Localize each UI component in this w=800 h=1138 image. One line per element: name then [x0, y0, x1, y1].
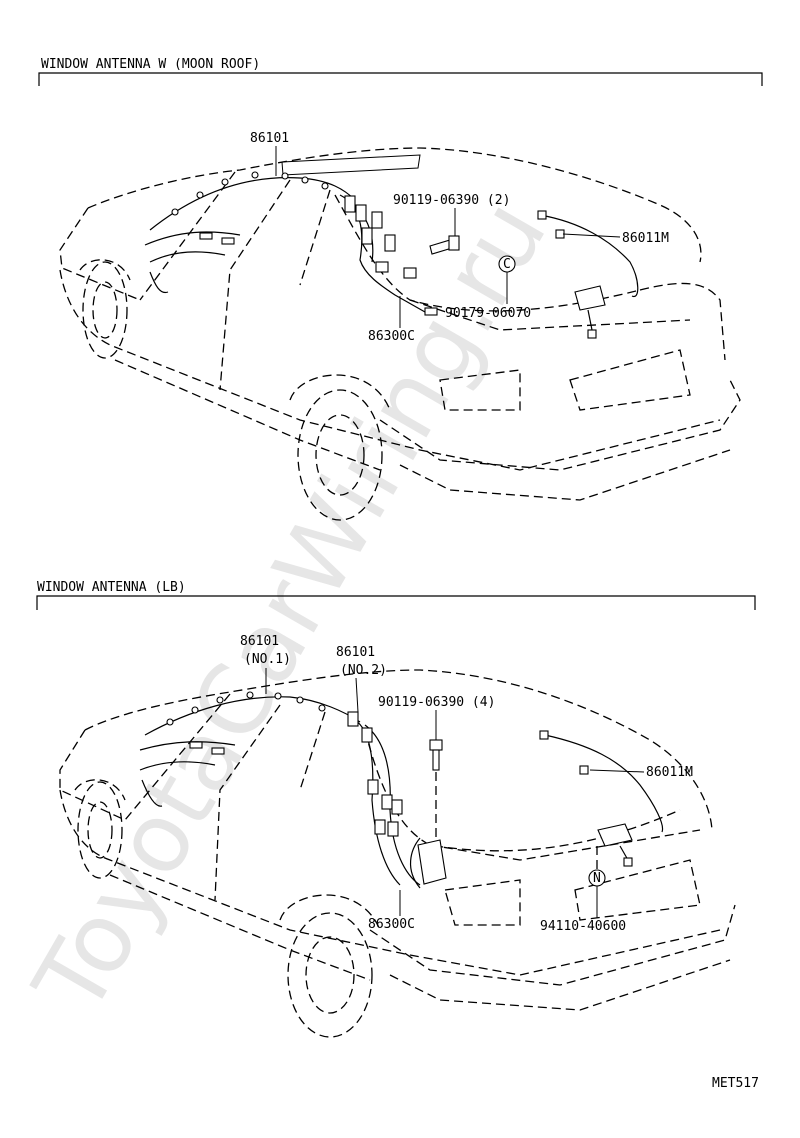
callouts: 86101 (NO.1) 86101 (NO.2) 90119-06390 (4…: [240, 634, 693, 934]
label-86011M: 86011M: [646, 765, 693, 780]
section-lb: WINDOW ANTENNA (LB): [36, 580, 756, 1038]
n-symbol: N: [593, 871, 601, 886]
bolt-90119: [429, 235, 460, 255]
grommet-94110: N: [588, 869, 606, 887]
callouts: 86101 90119-06390 (2) 86011M 90179-06070…: [250, 131, 669, 344]
label-86101-no1: 86101: [240, 634, 279, 649]
section-bracket: [38, 72, 763, 86]
label-90179-06070: 90179-06070: [445, 306, 531, 321]
antenna-wire-harness: [144, 171, 639, 339]
label-86101: 86101: [250, 131, 289, 146]
section-title: WINDOW ANTENNA W (MOON ROOF): [41, 57, 260, 72]
diagram-code: MET517: [712, 1076, 759, 1091]
bolt-90119: [429, 739, 443, 771]
car-body-outline: [59, 147, 741, 521]
label-90119-06390: 90119-06390 (2): [393, 193, 510, 208]
section-title: WINDOW ANTENNA (LB): [37, 580, 186, 595]
wire-clips: [171, 171, 329, 245]
label-86300C: 86300C: [368, 329, 415, 344]
label-no1: (NO.1): [244, 652, 291, 667]
label-no2: (NO.2): [340, 663, 387, 678]
label-90119-06390: 90119-06390 (4): [378, 695, 495, 710]
label-86101-no2: 86101: [336, 645, 375, 660]
c-symbol: C: [503, 257, 511, 272]
label-94110-40600: 94110-40600: [540, 919, 626, 934]
clip-90179: C: [498, 255, 516, 273]
car-body-outline: [59, 669, 736, 1038]
wire-clips: [166, 691, 326, 755]
label-86011M: 86011M: [622, 231, 669, 246]
section-bracket: [36, 595, 756, 610]
section-moon-roof: WINDOW ANTENNA W (MOON ROOF): [38, 57, 763, 521]
label-86300C: 86300C: [368, 917, 415, 932]
antenna-wire-harness: [139, 691, 664, 889]
